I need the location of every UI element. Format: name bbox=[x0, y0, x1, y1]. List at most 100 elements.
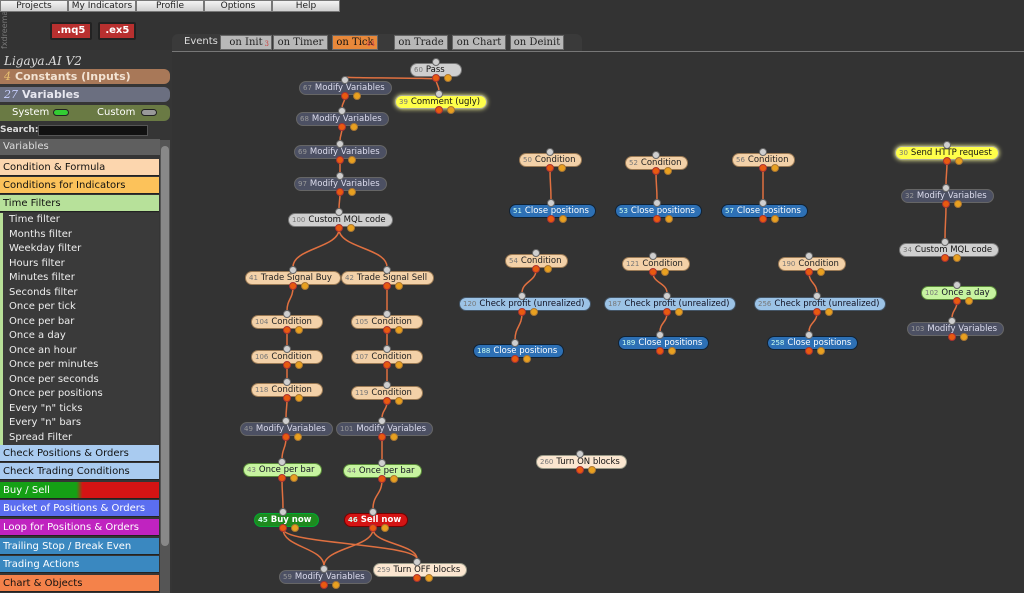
input-port[interactable] bbox=[378, 459, 386, 467]
tab-on-trade[interactable]: on Trade bbox=[394, 35, 448, 50]
time-filter-item[interactable]: Months filter bbox=[0, 227, 159, 242]
category-check-positions-orders-count[interactable]: Check Positions & Orders Count bbox=[0, 445, 159, 476]
input-port[interactable] bbox=[948, 317, 956, 325]
input-port[interactable] bbox=[383, 266, 391, 274]
output-port[interactable] bbox=[338, 123, 346, 131]
input-port[interactable] bbox=[813, 292, 821, 300]
output-port-alt[interactable] bbox=[588, 466, 596, 474]
output-port-alt[interactable] bbox=[558, 164, 566, 172]
category-trailing-stop-break-even[interactable]: Trailing Stop / Break Even bbox=[0, 538, 159, 555]
output-port-alt[interactable] bbox=[381, 524, 389, 532]
category-bucket-of-positions-orders[interactable]: Bucket of Positions & Orders bbox=[0, 500, 159, 517]
input-port[interactable] bbox=[941, 238, 949, 246]
input-port[interactable] bbox=[369, 508, 377, 516]
time-filter-item[interactable]: Once an hour bbox=[0, 343, 159, 358]
time-filter-item[interactable]: Once per minutes bbox=[0, 358, 159, 373]
input-port[interactable] bbox=[338, 107, 346, 115]
input-port[interactable] bbox=[432, 58, 440, 66]
input-port[interactable] bbox=[653, 199, 661, 207]
time-filter-item[interactable]: Once per positions bbox=[0, 387, 159, 402]
output-port-alt[interactable] bbox=[390, 433, 398, 441]
output-port[interactable] bbox=[942, 200, 950, 208]
category-condition-formula[interactable]: Condition & Formula bbox=[0, 159, 159, 176]
time-filter-item[interactable]: Weekday filter bbox=[0, 242, 159, 257]
category-chart-objects[interactable]: Chart & Objects bbox=[0, 575, 159, 592]
output-port-alt[interactable] bbox=[771, 164, 779, 172]
mq5-button[interactable]: .mq5 bbox=[50, 22, 93, 40]
menu-help[interactable]: Help bbox=[272, 0, 340, 12]
input-port[interactable] bbox=[335, 208, 343, 216]
sidebar-scroll-thumb[interactable] bbox=[161, 146, 169, 546]
output-port[interactable] bbox=[336, 156, 344, 164]
output-port[interactable] bbox=[341, 92, 349, 100]
output-port-alt[interactable] bbox=[395, 361, 403, 369]
system-toggle[interactable] bbox=[53, 109, 69, 116]
output-port[interactable] bbox=[649, 268, 657, 276]
output-port[interactable] bbox=[335, 224, 343, 232]
input-port[interactable] bbox=[649, 252, 657, 260]
time-filter-item[interactable]: Once per seconds bbox=[0, 372, 159, 387]
tab-on-chart[interactable]: on Chart bbox=[452, 35, 506, 50]
input-port[interactable] bbox=[383, 381, 391, 389]
output-port[interactable] bbox=[532, 265, 540, 273]
output-port-alt[interactable] bbox=[295, 326, 303, 334]
input-port[interactable] bbox=[547, 199, 555, 207]
output-port[interactable] bbox=[518, 308, 526, 316]
output-port[interactable] bbox=[378, 475, 386, 483]
output-port-alt[interactable] bbox=[295, 394, 303, 402]
input-port[interactable] bbox=[759, 199, 767, 207]
input-port[interactable] bbox=[341, 76, 349, 84]
time-filter-item[interactable]: Hours filter bbox=[0, 256, 159, 271]
time-filter-item[interactable]: Every "n" bars bbox=[0, 416, 159, 431]
output-port-alt[interactable] bbox=[544, 265, 552, 273]
output-port-alt[interactable] bbox=[291, 524, 299, 532]
output-port[interactable] bbox=[282, 433, 290, 441]
tab-on-deinit[interactable]: on Deinit bbox=[510, 35, 564, 50]
output-port-alt[interactable] bbox=[395, 326, 403, 334]
input-port[interactable] bbox=[383, 345, 391, 353]
output-port[interactable] bbox=[948, 333, 956, 341]
output-port[interactable] bbox=[383, 282, 391, 290]
input-port[interactable] bbox=[378, 417, 386, 425]
output-port[interactable] bbox=[378, 433, 386, 441]
input-port[interactable] bbox=[942, 184, 950, 192]
output-port[interactable] bbox=[283, 326, 291, 334]
output-port-alt[interactable] bbox=[348, 188, 356, 196]
output-port-alt[interactable] bbox=[425, 574, 433, 582]
input-port[interactable] bbox=[278, 458, 286, 466]
output-port-alt[interactable] bbox=[817, 347, 825, 355]
output-port-alt[interactable] bbox=[559, 215, 567, 223]
menu-profile[interactable]: Profile bbox=[136, 0, 204, 12]
input-port[interactable] bbox=[576, 450, 584, 458]
tab-on-timer[interactable]: on Timer bbox=[273, 35, 328, 50]
output-port[interactable] bbox=[432, 74, 440, 82]
output-port-alt[interactable] bbox=[348, 156, 356, 164]
output-port[interactable] bbox=[278, 474, 286, 482]
time-filter-item[interactable]: Once per bar bbox=[0, 314, 159, 329]
category-buy-sell[interactable]: Buy / Sell bbox=[0, 482, 159, 499]
menu-options[interactable]: Options bbox=[204, 0, 272, 12]
time-filter-item[interactable]: Every "n" ticks bbox=[0, 401, 159, 416]
output-port-alt[interactable] bbox=[664, 167, 672, 175]
output-port-alt[interactable] bbox=[353, 92, 361, 100]
input-port[interactable] bbox=[336, 172, 344, 180]
output-port[interactable] bbox=[435, 106, 443, 114]
input-port[interactable] bbox=[656, 331, 664, 339]
output-port[interactable] bbox=[813, 308, 821, 316]
output-port[interactable] bbox=[279, 524, 287, 532]
category-trading-actions[interactable]: Trading Actions bbox=[0, 556, 159, 573]
output-port[interactable] bbox=[656, 347, 664, 355]
output-port[interactable] bbox=[953, 297, 961, 305]
input-port[interactable] bbox=[283, 310, 291, 318]
output-port-alt[interactable] bbox=[301, 282, 309, 290]
time-filter-item[interactable]: Seconds filter bbox=[0, 285, 159, 300]
output-port-alt[interactable] bbox=[395, 282, 403, 290]
input-port[interactable] bbox=[435, 90, 443, 98]
time-filter-item[interactable]: Minutes filter bbox=[0, 271, 159, 286]
input-port[interactable] bbox=[511, 339, 519, 347]
output-port[interactable] bbox=[413, 574, 421, 582]
